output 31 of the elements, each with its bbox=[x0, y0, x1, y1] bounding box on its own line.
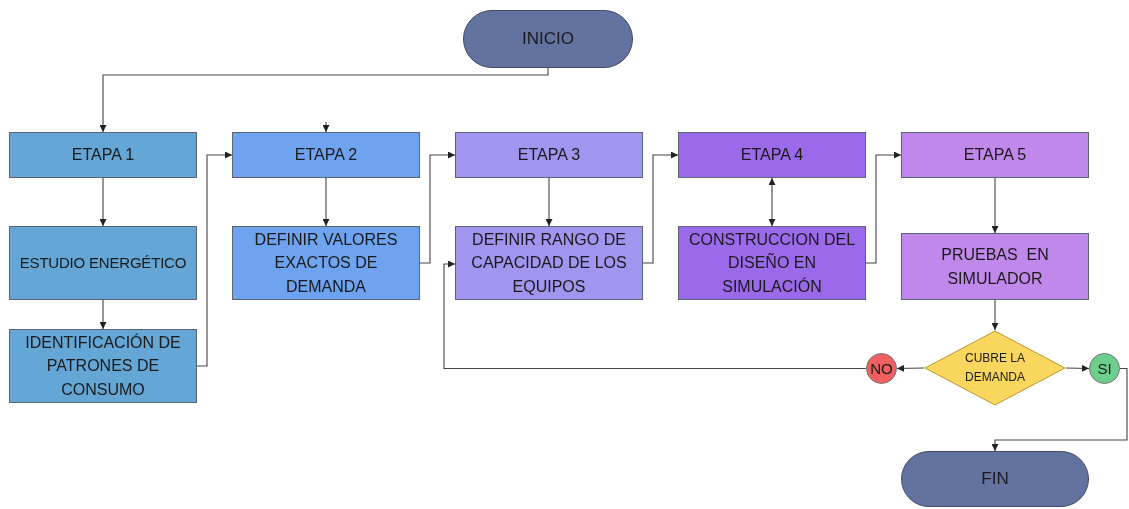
connector-arrow bbox=[642, 151, 679, 264]
connector-arrow bbox=[443, 260, 867, 370]
connector-arrow bbox=[99, 67, 549, 133]
connector-arrow bbox=[322, 121, 330, 133]
connector-arrow bbox=[896, 364, 925, 372]
process-box: IDENTIFICACIÓN DE PATRONES DE CONSUMO bbox=[9, 329, 197, 403]
connector-arrow bbox=[545, 177, 553, 227]
connector-arrow bbox=[196, 151, 233, 367]
process-box: ETAPA 2 bbox=[232, 132, 420, 178]
connector-arrow bbox=[99, 177, 107, 227]
connector-arrow bbox=[991, 299, 999, 331]
connector-arrow bbox=[99, 299, 107, 330]
process-box: ETAPA 4 bbox=[678, 132, 866, 178]
process-box: ETAPA 3 bbox=[455, 132, 643, 178]
process-box: CONSTRUCCION DEL DISEÑO EN SIMULACIÓN bbox=[678, 226, 866, 300]
decision-diamond: CUBRE LA DEMANDA bbox=[924, 330, 1066, 406]
connector-arrow bbox=[991, 177, 999, 234]
connector-arrow bbox=[322, 177, 330, 227]
connector-arrow bbox=[865, 151, 902, 264]
process-box: DEFINIR RANGO DE CAPACIDAD DE LOS EQUIPOS bbox=[455, 226, 643, 300]
process-box: ETAPA 1 bbox=[9, 132, 197, 178]
end-terminal: FIN bbox=[901, 451, 1089, 507]
connector-arrow bbox=[1065, 364, 1090, 372]
connector-arrow bbox=[991, 367, 1128, 452]
process-box: ESTUDIO ENERGÉTICO bbox=[9, 226, 197, 300]
process-box: DEFINIR VALORES EXACTOS DE DEMANDA bbox=[232, 226, 420, 300]
start-terminal: INICIO bbox=[463, 10, 633, 68]
process-box: PRUEBAS EN SIMULADOR bbox=[901, 233, 1089, 300]
process-box: ETAPA 5 bbox=[901, 132, 1089, 178]
connector-arrow bbox=[419, 151, 456, 264]
connector-arrow bbox=[768, 177, 776, 227]
